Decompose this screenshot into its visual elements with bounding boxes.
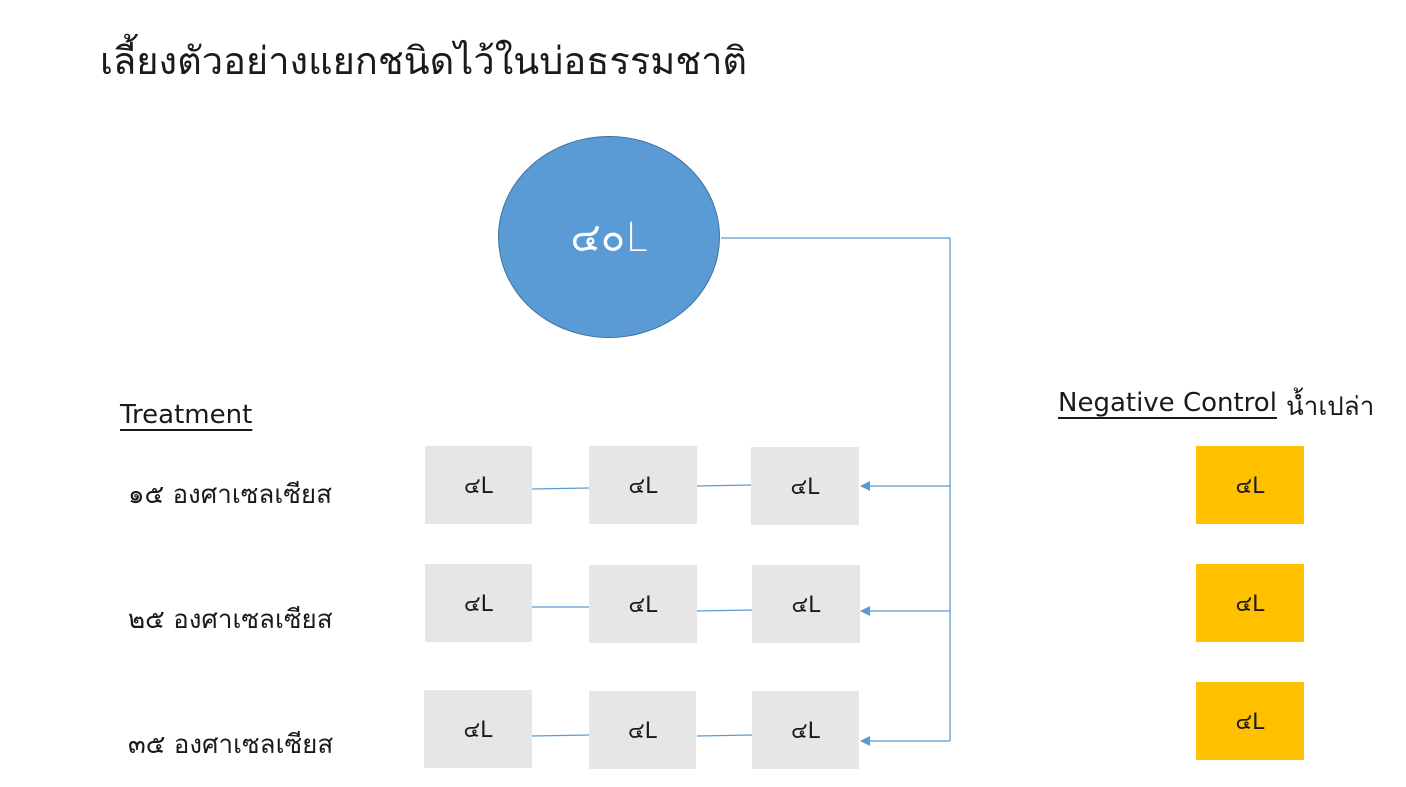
row-label-15c: ๑๕ องศาเซลเซียส bbox=[128, 480, 332, 510]
treatment-tank: ๔L bbox=[752, 565, 860, 643]
link-row-1-b bbox=[696, 484, 752, 487]
control-tank: ๔L bbox=[1196, 564, 1304, 642]
source-tank-label: ๔๐L bbox=[570, 215, 648, 261]
treatment-tank: ๔L bbox=[424, 690, 532, 768]
negative-control-heading: Negative Control bbox=[1058, 388, 1277, 418]
link-row-2-b bbox=[696, 609, 753, 612]
link-row-3-b bbox=[696, 734, 753, 737]
treatment-heading: Treatment bbox=[120, 400, 253, 430]
treatment-tank: ๔L bbox=[589, 446, 697, 524]
source-tank-circle: ๔๐L bbox=[498, 136, 720, 338]
treatment-tank: ๔L bbox=[751, 447, 859, 525]
control-tank: ๔L bbox=[1196, 682, 1304, 760]
link-row-3-a bbox=[531, 734, 590, 737]
negative-control-note: น้ำเปล่า bbox=[1286, 392, 1375, 422]
treatment-tank: ๔L bbox=[425, 564, 532, 642]
treatment-tank: ๔L bbox=[752, 691, 859, 769]
diagram-title: เลี้ยงตัวอย่างแยกชนิดไว้ในบ่อธรรมชาติ bbox=[100, 39, 748, 83]
row-label-35c: ๓๕ องศาเซลเซียส bbox=[128, 730, 334, 760]
treatment-tank: ๔L bbox=[425, 446, 532, 524]
trunk-line bbox=[721, 237, 951, 741]
treatment-tank: ๔L bbox=[589, 691, 696, 769]
control-tank: ๔L bbox=[1196, 446, 1304, 524]
row-label-25c: ๒๕ องศาเซลเซียส bbox=[128, 605, 333, 635]
treatment-tank: ๔L bbox=[589, 565, 697, 643]
link-row-1-a bbox=[531, 487, 590, 490]
